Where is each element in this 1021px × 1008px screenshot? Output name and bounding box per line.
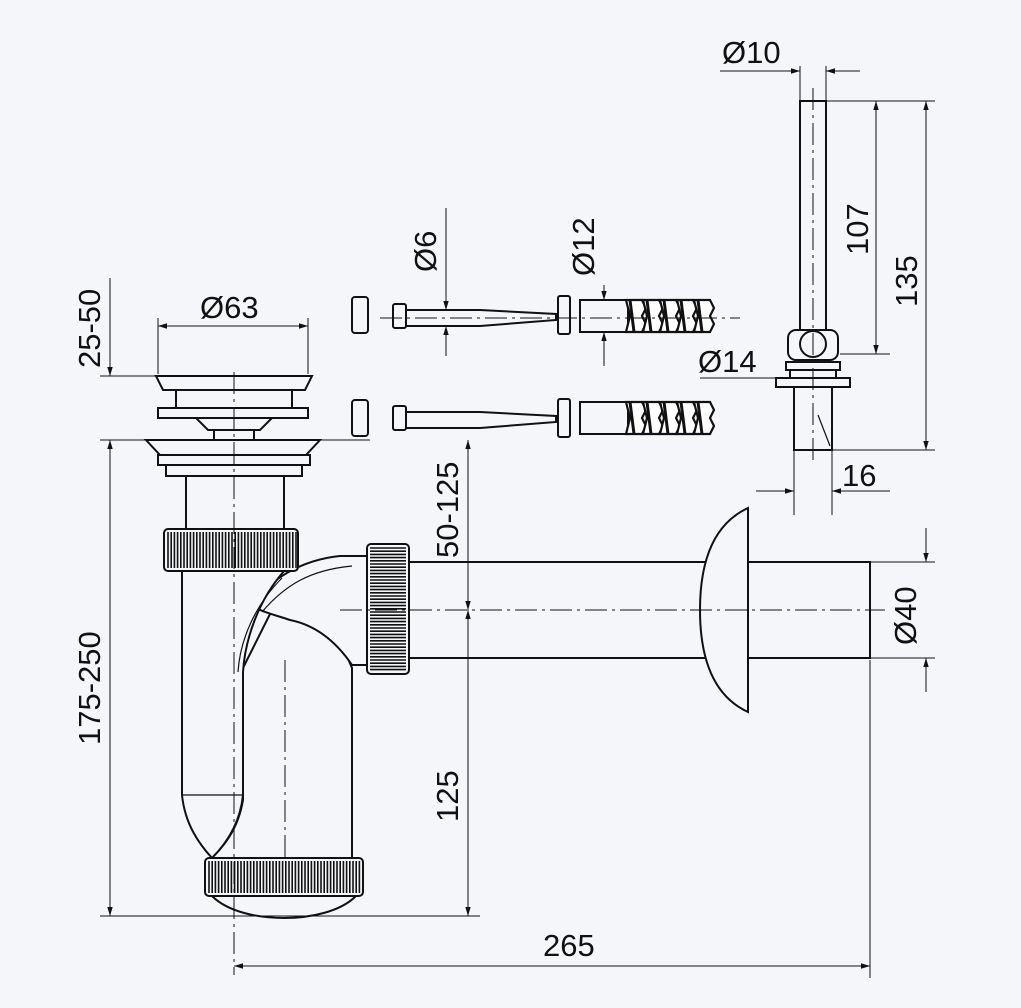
outlet-nut-knurl	[370, 547, 406, 671]
anchor-tooth	[692, 400, 716, 436]
plug-gasket	[157, 407, 309, 419]
dim-label-d14: Ø14	[698, 344, 757, 379]
anchor-tooth-edge	[662, 401, 670, 435]
anchor-tooth	[658, 298, 682, 334]
screw-shaft	[405, 309, 557, 327]
screw-head	[392, 405, 407, 431]
bottom-cap	[209, 895, 359, 920]
dim-label-d6: Ø6	[408, 231, 443, 272]
anchor-body	[579, 401, 629, 435]
anchor-tooth	[641, 400, 665, 436]
dim-label-d63: Ø63	[200, 290, 259, 325]
elbow-connector	[248, 555, 369, 666]
anchor-tooth-edge	[645, 401, 653, 435]
screw-set-lower	[351, 398, 716, 438]
basin-flange	[143, 439, 323, 456]
anchor-tooth	[624, 298, 648, 334]
upper-nut-knurl	[167, 532, 297, 568]
elbow-inner-line	[261, 565, 353, 613]
dim-label-d10: Ø10	[722, 35, 781, 70]
trap-inner-curve	[237, 577, 283, 673]
anchor-tooth	[641, 298, 665, 334]
screw-head	[392, 303, 407, 329]
screw-cap	[351, 296, 369, 334]
bottom-nut-knurl	[208, 861, 361, 893]
dimension-lines	[100, 66, 935, 978]
anchor-teeth	[624, 400, 716, 436]
dim-label-50-125: 50-125	[430, 461, 465, 558]
anchor-tooth-edge	[696, 401, 704, 435]
dim-label-265: 265	[543, 928, 595, 963]
anchor-tooth	[658, 400, 682, 436]
anchor-tooth	[624, 400, 648, 436]
anchor-tooth	[692, 298, 716, 334]
dim-label-25-50: 25-50	[72, 289, 107, 368]
dim-label-16: 16	[842, 458, 876, 493]
dim-label-d40: Ø40	[888, 586, 923, 645]
anchor-tooth-edge	[679, 299, 687, 333]
screw-cap	[351, 399, 369, 437]
washer	[557, 398, 571, 438]
anchor-tooth	[675, 400, 699, 436]
dim-label-125: 125	[430, 770, 465, 822]
anchor-tooth-edge	[662, 299, 670, 333]
anchor-tooth-edge	[679, 401, 687, 435]
washer	[557, 295, 571, 335]
screw-shaft	[405, 411, 557, 429]
tube-tail-cut	[817, 414, 831, 447]
anchor-tooth-edge	[628, 299, 636, 333]
anchor-tooth-edge	[696, 299, 704, 333]
anchor-tooth-edge	[645, 299, 653, 333]
dim-label-d12: Ø12	[566, 217, 601, 276]
anchor-tooth-edge	[628, 401, 636, 435]
dim-label-107: 107	[840, 203, 875, 255]
dim-label-175-250: 175-250	[72, 631, 107, 745]
anchor-teeth	[624, 298, 716, 334]
tailpiece	[185, 475, 285, 531]
screw-set-upper	[351, 295, 716, 335]
siphon-assembly	[143, 375, 871, 920]
anchor-tooth	[675, 298, 699, 334]
dim-label-135: 135	[889, 255, 924, 307]
anchor-body	[579, 299, 629, 333]
